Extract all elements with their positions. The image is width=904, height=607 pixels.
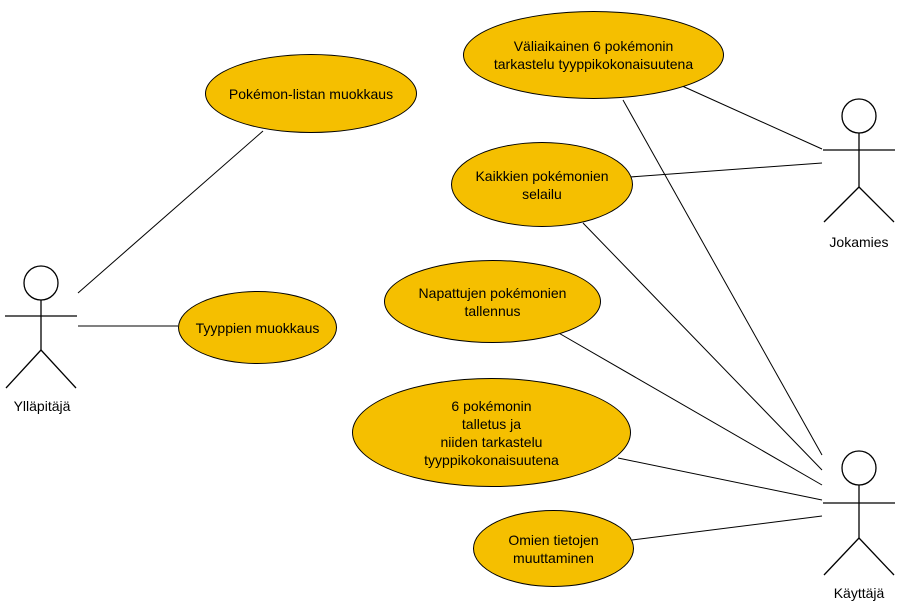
- actor-left-leg: [823, 537, 860, 576]
- actor-yllapitaja-label: Ylläpitäjä: [13, 398, 71, 414]
- actor-right-leg: [858, 537, 895, 576]
- assoc-kayttaja-valiaikainen: [622, 99, 823, 456]
- usecase-line: tallennus: [464, 302, 521, 319]
- usecase-line: Kaikkien pokémonien: [475, 167, 609, 184]
- usecase-line: muuttaminen: [513, 549, 594, 566]
- usecase-pokemon-listan-muokkaus[interactable]: Pokémon-listan muokkaus: [205, 54, 417, 133]
- usecase-line: Tyyppien muokkaus: [195, 319, 320, 336]
- actor-left-leg: [823, 186, 860, 223]
- actor-head: [23, 265, 59, 301]
- assoc-jokamies-kaikkien-selailu: [629, 162, 823, 178]
- usecase-tyyppien-muokkaus[interactable]: Tyyppien muokkaus: [178, 291, 337, 364]
- actor-kayttaja-figure[interactable]: [823, 450, 895, 576]
- assoc-kayttaja-omien-tietojen: [631, 515, 823, 541]
- usecase-line: tarkastelu tyyppikokonaisuutena: [493, 56, 694, 72]
- actor-head: [841, 98, 877, 134]
- usecase-line: 6 pokémonin: [451, 397, 532, 414]
- usecase-line: talletus ja: [461, 415, 522, 432]
- usecase-line: Väliaikainen 6 pokémonin: [513, 38, 674, 54]
- usecase-omien-tietojen[interactable]: Omien tietojen muuttaminen: [473, 510, 634, 587]
- assoc-yllapitaja-pokemon-listan-muokkaus: [77, 130, 264, 294]
- usecase-kaikkien-selailu[interactable]: Kaikkien pokémonien selailu: [451, 142, 633, 227]
- actor-left-leg: [5, 349, 42, 389]
- actor-kayttaja-label: Käyttäjä: [833, 585, 885, 601]
- usecase-talletus-tarkastelu[interactable]: 6 pokémonin talletus ja niiden tarkastel…: [352, 378, 631, 487]
- usecase-line: niiden tarkastelu: [440, 433, 543, 450]
- usecase-napattujen-tallennus[interactable]: Napattujen pokémonien tallennus: [384, 260, 601, 343]
- usecase-line: Omien tietojen: [508, 531, 599, 548]
- actor-yllapitaja-figure[interactable]: [5, 265, 77, 389]
- usecase-valiaikainen[interactable]: Väliaikainen 6 pokémonin tarkastelu tyyp…: [463, 11, 724, 99]
- actor-right-leg: [858, 186, 895, 223]
- usecase-line: selailu: [522, 185, 562, 202]
- actor-jokamies-label: Jokamies: [829, 234, 889, 250]
- actor-jokamies-figure[interactable]: [823, 98, 895, 223]
- assoc-kayttaja-talletus-tarkastelu: [617, 457, 823, 501]
- usecase-line: Napattujen pokémonien: [418, 284, 567, 301]
- assoc-kayttaja-napattujen-tallennus: [549, 327, 823, 486]
- assoc-jokamies-valiaikainen: [679, 84, 823, 150]
- usecase-line: Pokémon-listan muokkaus: [228, 85, 394, 102]
- actor-head: [841, 450, 877, 486]
- associations: [77, 84, 823, 541]
- actor-right-leg: [40, 349, 77, 389]
- assoc-kayttaja-kaikkien-selailu: [582, 222, 823, 471]
- usecase-line: tyyppikokonaisuutena: [424, 451, 559, 468]
